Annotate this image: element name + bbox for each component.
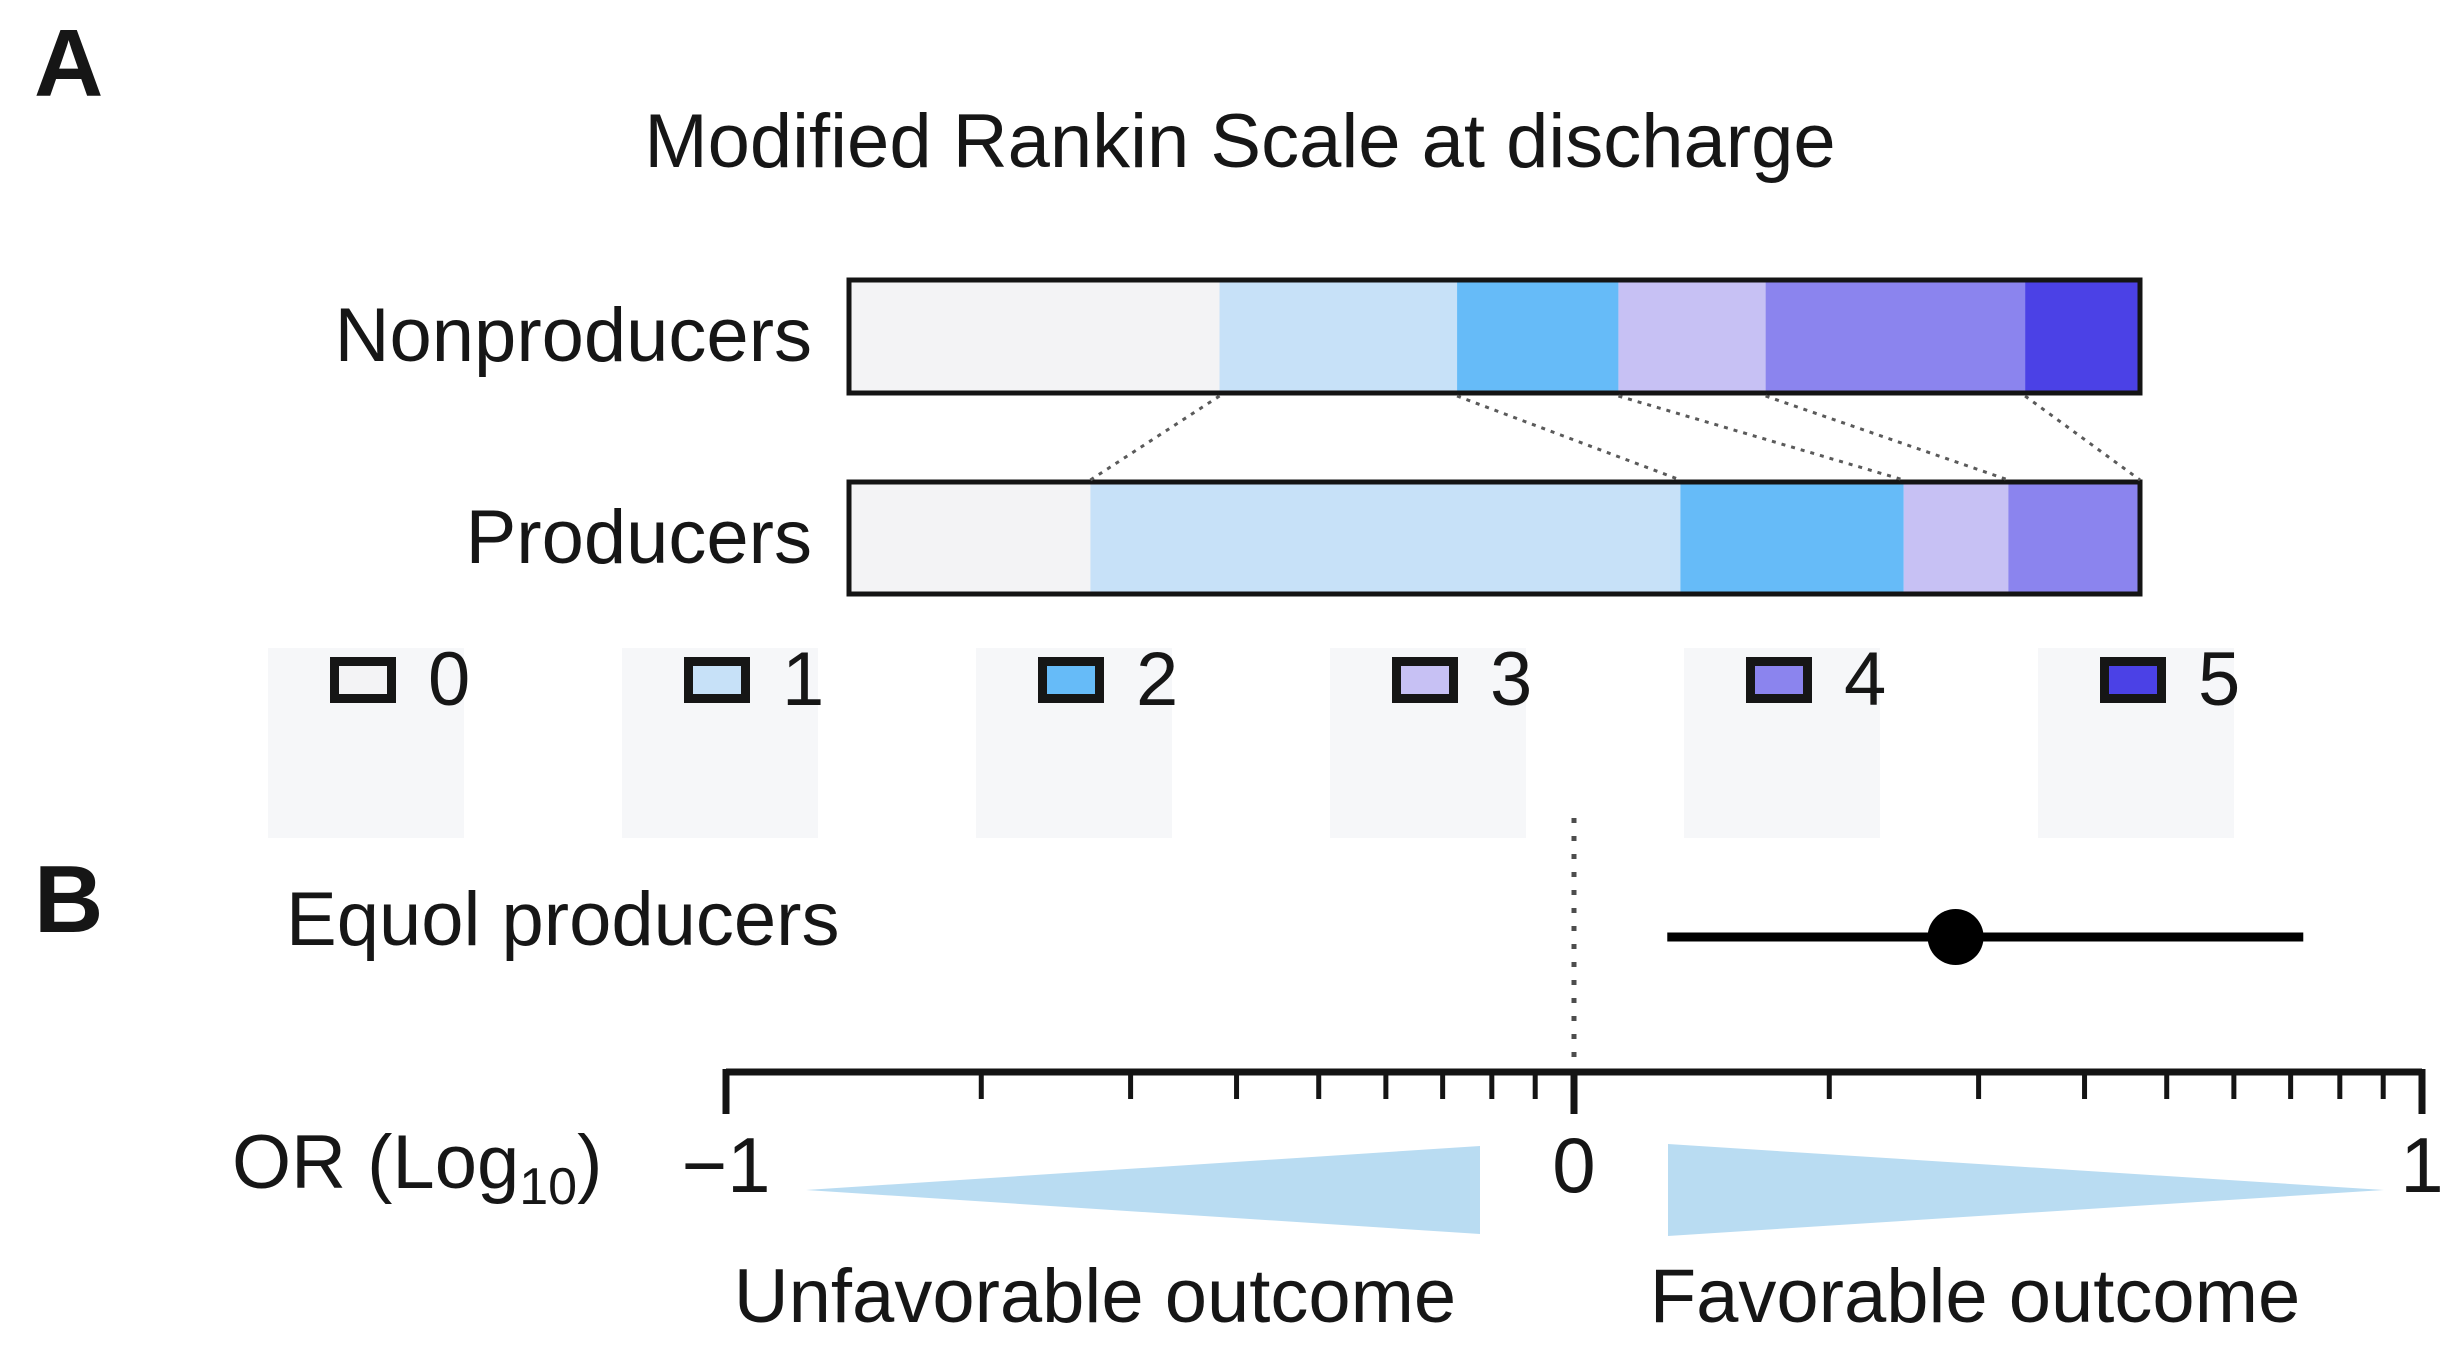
distribution-connector-line xyxy=(2024,394,2141,482)
bar-segment-mrs2 xyxy=(1457,280,1619,393)
legend-swatch-1 xyxy=(684,657,750,703)
legend-item-0: 0 xyxy=(330,640,470,720)
legend-label-3: 3 xyxy=(1490,637,1533,722)
distribution-connector-line xyxy=(1618,394,1905,482)
bar-segment-mrs1 xyxy=(1090,482,1681,594)
bar-segment-mrs0 xyxy=(849,280,1220,393)
distribution-connector-line xyxy=(1765,394,2009,482)
legend-label-5: 5 xyxy=(2198,637,2241,722)
bar-outline xyxy=(846,277,2143,396)
x-tick-label-1: 1 xyxy=(2400,1121,2444,1209)
bar-segment-mrs4 xyxy=(2008,482,2140,594)
favorable-outcome-label: Favorable outcome xyxy=(1649,1254,2301,1339)
legend-swatch-4 xyxy=(1746,657,1812,703)
distribution-connector-line xyxy=(1456,394,1681,482)
legend-label-2: 2 xyxy=(1136,637,1179,722)
legend-label-4: 4 xyxy=(1844,637,1887,722)
legend-swatch-0 xyxy=(330,657,396,703)
x-axis-title-suffix: ) xyxy=(577,1120,603,1205)
legend-item-2: 2 xyxy=(1038,640,1178,720)
legend-label-0: 0 xyxy=(428,637,471,722)
forest-row-label: Equol producers xyxy=(286,877,840,962)
legend-label-1: 1 xyxy=(782,637,825,722)
x-axis-title: OR (Log10) xyxy=(232,1124,602,1214)
bar-segment-mrs5 xyxy=(2025,280,2140,393)
row-label-nonproducers: Nonproducers xyxy=(334,293,812,378)
legend-swatch-2 xyxy=(1038,657,1104,703)
bar-segment-mrs4 xyxy=(1765,280,2026,393)
x-axis-title-subscript: 10 xyxy=(519,1158,578,1217)
legend-item-4: 4 xyxy=(1746,640,1886,720)
bar-segment-mrs2 xyxy=(1680,482,1904,594)
legend-item-5: 5 xyxy=(2100,640,2240,720)
bar-outline xyxy=(846,479,2143,597)
bar-segment-mrs3 xyxy=(1618,280,1766,393)
favorable-arrow xyxy=(1668,1144,2384,1236)
bar-segment-mrs1 xyxy=(1219,280,1458,393)
bar-segment-mrs0 xyxy=(849,482,1091,594)
panel-b-label: B xyxy=(34,846,104,953)
x-tick-label-0: 0 xyxy=(1552,1121,1596,1209)
x-axis-title-prefix: OR (Log xyxy=(232,1120,520,1205)
distribution-connector-line xyxy=(1089,394,1221,482)
legend-item-1: 1 xyxy=(684,640,824,720)
point-estimate-dot xyxy=(1927,909,1984,965)
panel-a-label: A xyxy=(34,10,104,117)
unfavorable-arrow xyxy=(806,1146,1480,1234)
legend-swatch-5 xyxy=(2100,657,2166,703)
row-label-producers: Producers xyxy=(465,495,812,580)
x-tick-label-neg1: −1 xyxy=(681,1121,771,1209)
legend-item-3: 3 xyxy=(1392,640,1532,720)
unfavorable-outcome-label: Unfavorable outcome xyxy=(733,1254,1457,1339)
bar-segment-mrs3 xyxy=(1903,482,2009,594)
chart-title: Modified Rankin Scale at discharge xyxy=(644,99,1836,184)
legend-swatch-3 xyxy=(1392,657,1458,703)
